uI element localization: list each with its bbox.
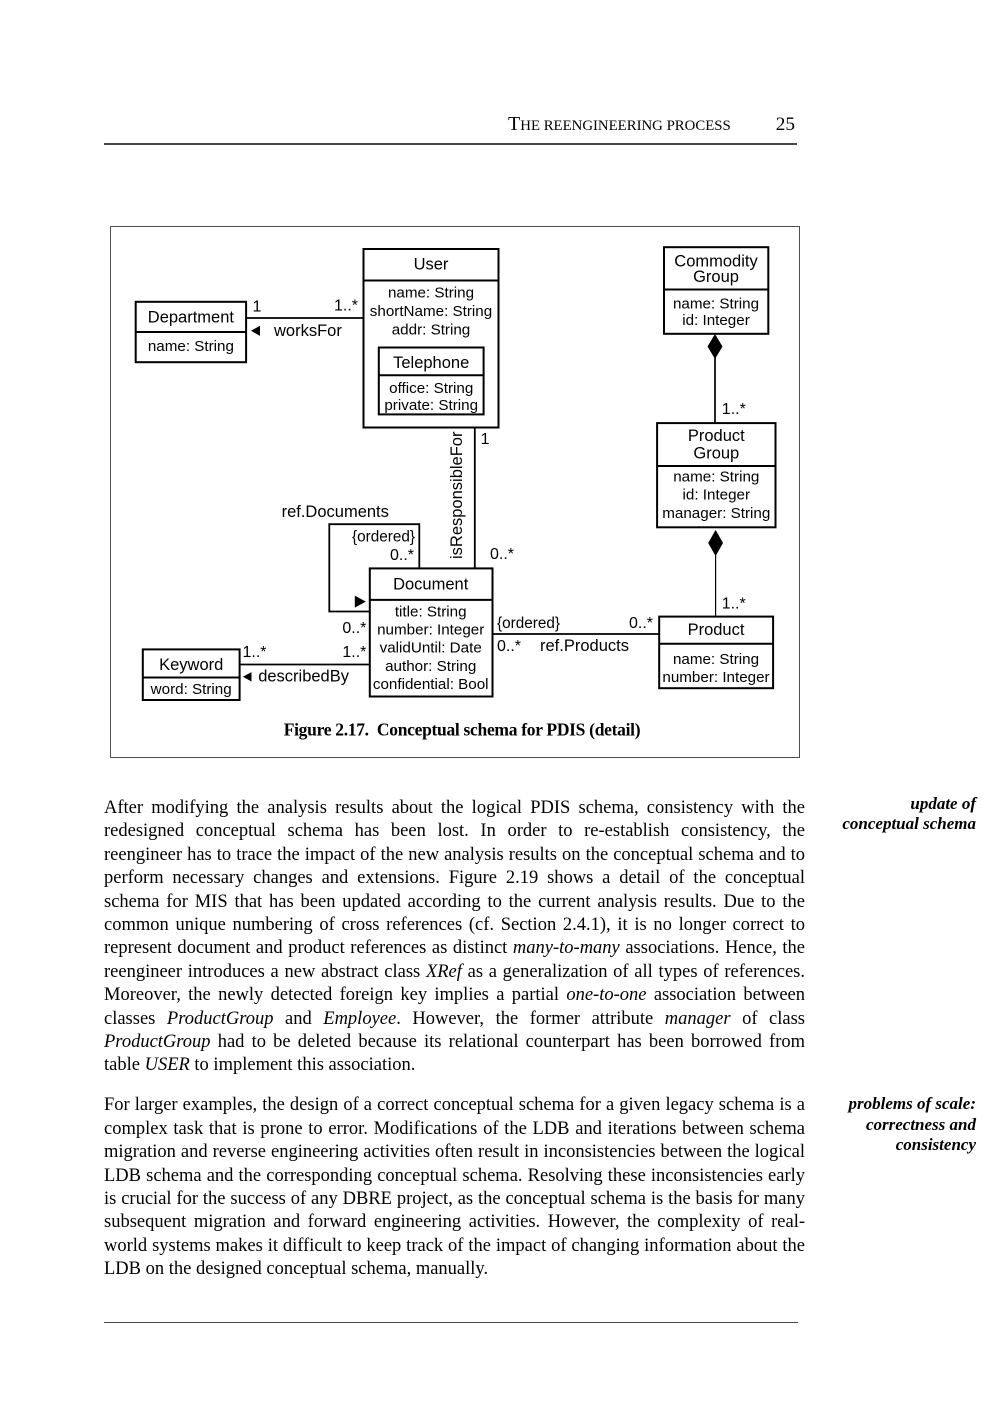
svg-text:{ordered}: {ordered} (497, 615, 560, 632)
svg-text:isResponsibleFor: isResponsibleFor (448, 431, 466, 559)
svg-text:1..*: 1..* (722, 401, 746, 418)
svg-text:id: Integer: id: Integer (683, 487, 751, 504)
svg-text:Group: Group (693, 444, 739, 462)
svg-text:1..*: 1..* (334, 298, 358, 315)
svg-text:private: String: private: String (384, 397, 478, 414)
svg-text:1..*: 1..* (243, 644, 267, 661)
svg-text:addr: String: addr: String (392, 321, 471, 338)
svg-text:title: String: title: String (395, 603, 467, 620)
svg-text:Document: Document (393, 576, 469, 594)
svg-text:confidential: Bool: confidential: Bool (373, 676, 489, 693)
svg-text:shortName: String: shortName: String (370, 303, 492, 320)
svg-text:0..*: 0..* (490, 546, 514, 563)
svg-text:worksFor: worksFor (273, 322, 342, 340)
svg-text:validUntil: Date: validUntil: Date (380, 640, 482, 657)
svg-text:User: User (414, 256, 449, 274)
svg-text:name: String: name: String (388, 285, 474, 302)
svg-text:0..*: 0..* (390, 547, 414, 564)
svg-text:1: 1 (481, 431, 490, 448)
svg-text:1..*: 1..* (342, 644, 366, 661)
svg-text:number: Integer: number: Integer (662, 669, 769, 686)
svg-text:describedBy: describedBy (258, 668, 350, 686)
svg-text:0..*: 0..* (342, 620, 366, 637)
svg-text:manager: String: manager: String (662, 505, 770, 522)
svg-text:name: String: name: String (673, 469, 759, 486)
svg-text:Product: Product (688, 621, 745, 639)
svg-text:name: String: name: String (673, 651, 759, 668)
svg-text:name: String: name: String (673, 295, 759, 312)
svg-text:Telephone: Telephone (393, 354, 469, 372)
svg-text:1: 1 (253, 299, 262, 316)
svg-text:1..*: 1..* (722, 596, 746, 613)
svg-text:Figure 2.17. Conceptual schem: Figure 2.17. Conceptual schema for PDIS … (284, 720, 641, 740)
svg-text:Group: Group (693, 268, 739, 286)
svg-text:name: String: name: String (148, 338, 234, 355)
svg-text:ref.Products: ref.Products (540, 637, 629, 655)
svg-text:ref.Documents: ref.Documents (282, 503, 389, 521)
svg-text:Department: Department (148, 309, 235, 327)
svg-text:author: String: author: String (385, 658, 476, 675)
svg-text:number: Integer: number: Integer (377, 622, 484, 639)
svg-text:0..*: 0..* (497, 638, 521, 655)
svg-text:{ordered}: {ordered} (352, 528, 415, 545)
svg-text:id: Integer: id: Integer (682, 312, 750, 329)
svg-text:Keyword: Keyword (159, 656, 223, 674)
svg-text:Product: Product (688, 427, 745, 445)
svg-text:office: String: office: String (389, 380, 473, 397)
svg-text:Commodity: Commodity (674, 252, 758, 270)
svg-text:0..*: 0..* (629, 615, 653, 632)
svg-text:word: String: word: String (150, 681, 232, 698)
